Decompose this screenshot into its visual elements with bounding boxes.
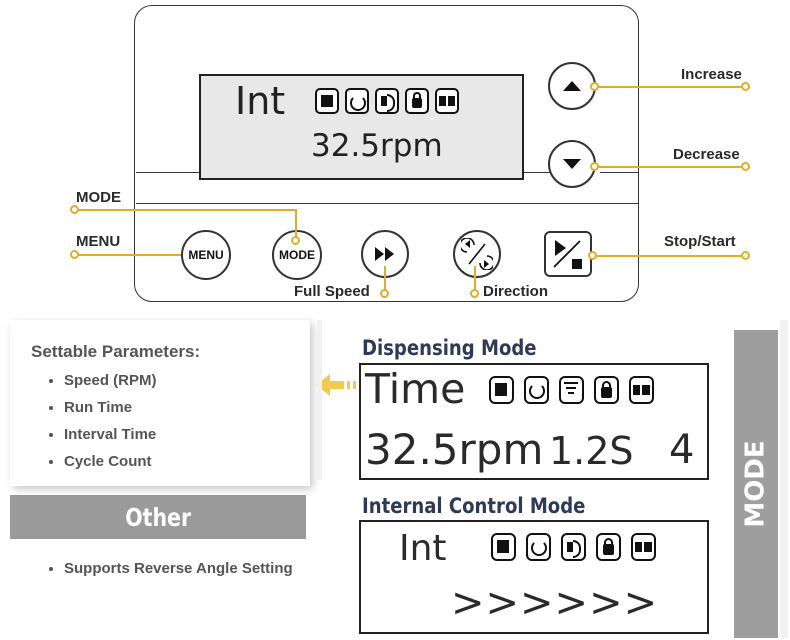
stop-square-icon xyxy=(315,88,339,114)
panel-divider-lower xyxy=(136,203,638,204)
decrease-callout: Decrease xyxy=(673,146,740,163)
filter-icon xyxy=(559,376,584,404)
mode-dot-start xyxy=(70,205,79,214)
other-title: Other xyxy=(125,502,191,532)
menu-button[interactable]: MENU xyxy=(181,230,231,280)
fast-forward-icon xyxy=(375,247,394,261)
stop-start-leader xyxy=(594,255,746,257)
increase-dot-start xyxy=(590,82,599,91)
direction-callout: Direction xyxy=(483,283,549,300)
dispensing-speed-text: 32.5rpm xyxy=(365,425,544,474)
decrease-leader xyxy=(596,166,746,168)
battery-icon xyxy=(631,533,656,561)
param-speed: Speed (RPM) xyxy=(64,367,157,394)
panel-divider-right xyxy=(600,172,638,173)
stop-start-callout: Stop/Start xyxy=(664,233,736,250)
lcd-speed-text: 32.5rpm xyxy=(311,128,443,164)
mode-button[interactable]: MODE xyxy=(272,230,322,280)
stop-start-button[interactable] xyxy=(544,231,592,277)
lcd-display: Int 32.5rpm xyxy=(199,74,524,180)
card-edge-shade xyxy=(317,320,322,480)
decrease-button[interactable] xyxy=(548,140,596,188)
dispensing-mode-text: Time xyxy=(365,365,466,413)
params-list: Speed (RPM) Run Time Interval Time Cycle… xyxy=(44,367,157,475)
direction-button[interactable] xyxy=(453,230,501,278)
increase-dot-end xyxy=(741,82,750,91)
internal-arrows-text: >>>>>> xyxy=(451,580,659,626)
menu-callout: MENU xyxy=(76,233,121,250)
other-item: Supports Reverse Angle Setting xyxy=(64,555,304,582)
lock-icon xyxy=(594,376,619,404)
stop-start-dot-start xyxy=(588,251,597,260)
panel-divider-mid xyxy=(524,172,554,173)
params-title: Settable Parameters: xyxy=(31,342,201,361)
params-card: Settable Parameters: Speed (RPM) Run Tim… xyxy=(10,320,310,486)
sound-icon xyxy=(561,533,586,561)
menu-leader xyxy=(76,254,181,256)
full-speed-dot xyxy=(380,289,389,298)
direction-leader xyxy=(474,266,476,292)
lock-icon xyxy=(405,88,429,114)
right-edge-shade xyxy=(780,320,788,638)
dispensing-time-text: 1.2S xyxy=(549,429,634,473)
dispensing-mode-title: Dispensing Mode xyxy=(362,336,537,360)
direction-dot xyxy=(470,289,479,298)
lcd-mode-text: Int xyxy=(235,79,286,123)
other-heading: Other xyxy=(10,495,306,539)
rotate-icon xyxy=(524,376,549,404)
control-panel xyxy=(134,5,639,302)
param-run-time: Run Time xyxy=(64,394,157,421)
panel-divider-left xyxy=(136,172,199,173)
sound-icon xyxy=(375,88,399,114)
increase-leader xyxy=(596,86,746,88)
stop-square-icon xyxy=(489,376,514,404)
menu-dot-start xyxy=(70,250,79,259)
decrease-dot-start xyxy=(590,162,599,171)
stop-square-icon xyxy=(491,533,516,561)
increase-button[interactable] xyxy=(548,62,596,110)
internal-mode-text: Int xyxy=(399,528,447,569)
down-arrow-icon xyxy=(563,159,581,169)
internal-mode-title: Internal Control Mode xyxy=(362,494,586,518)
left-arrow-icon xyxy=(316,374,356,396)
stop-start-dot-end xyxy=(741,251,750,260)
up-arrow-icon xyxy=(563,81,581,91)
mode-callout: MODE xyxy=(76,189,121,206)
mode-side-bar: MODE xyxy=(734,330,778,638)
mode-leader-v xyxy=(295,209,297,239)
param-interval-time: Interval Time xyxy=(64,421,157,448)
internal-lcd: Int >>>>>> xyxy=(359,520,709,634)
direction-icon xyxy=(461,238,493,270)
mode-side-label: MODE xyxy=(741,440,772,528)
other-list: Supports Reverse Angle Setting xyxy=(44,555,304,582)
lock-icon xyxy=(596,533,621,561)
mode-leader-h xyxy=(76,209,296,211)
dispensing-count-text: 4 xyxy=(669,427,695,473)
full-speed-button[interactable] xyxy=(361,230,409,278)
play-stop-icon xyxy=(553,240,582,269)
param-cycle-count: Cycle Count xyxy=(64,448,157,475)
rotate-icon xyxy=(526,533,551,561)
full-speed-callout: Full Speed xyxy=(294,283,370,300)
battery-icon xyxy=(629,376,654,404)
increase-callout: Increase xyxy=(681,66,742,83)
mode-button-label: MODE xyxy=(279,248,315,262)
dispensing-lcd: Time 32.5rpm 1.2S 4 xyxy=(359,363,709,480)
battery-icon xyxy=(435,88,459,114)
mode-dot-end xyxy=(291,236,300,245)
menu-button-label: MENU xyxy=(188,248,224,262)
decrease-dot-end xyxy=(741,162,750,171)
rotate-icon xyxy=(345,88,369,114)
full-speed-leader xyxy=(384,266,386,292)
